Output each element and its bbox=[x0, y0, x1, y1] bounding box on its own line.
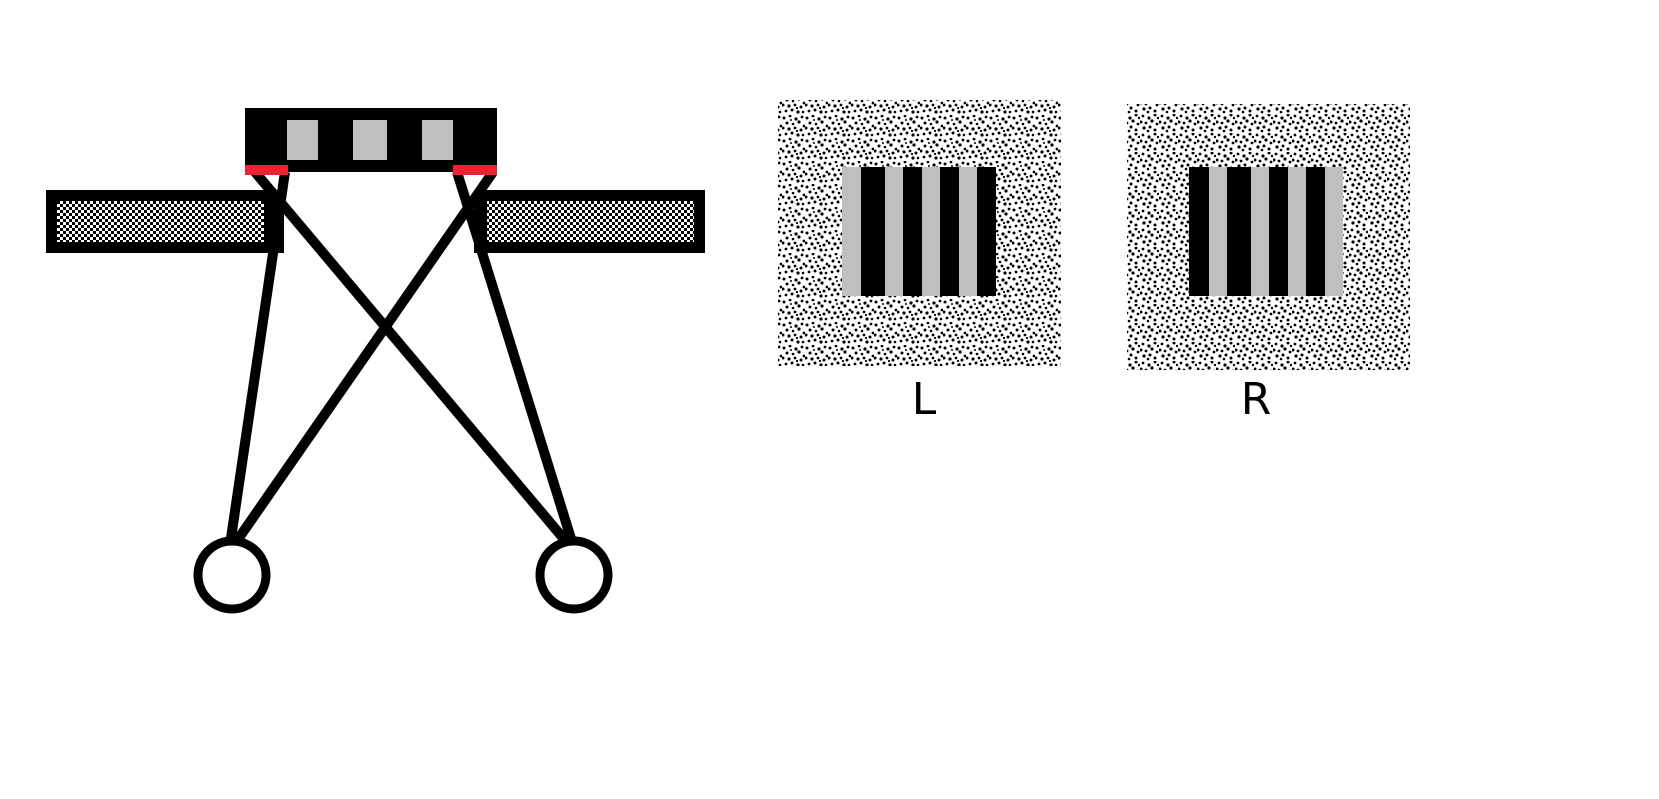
left-eye-circle bbox=[193, 536, 271, 614]
left-image-label: L bbox=[912, 374, 937, 425]
top-display-gray-bar-1 bbox=[287, 120, 318, 160]
right-grating-stripe bbox=[1189, 167, 1209, 296]
right-grating-stripe bbox=[1227, 167, 1251, 296]
right-eye-to-right-aperture bbox=[452, 170, 578, 547]
right-grating-stripe bbox=[1269, 167, 1288, 296]
sight-lines bbox=[225, 168, 578, 549]
right-screen-mesh bbox=[487, 201, 694, 242]
top-display-gray-bar-2 bbox=[353, 120, 387, 160]
right-eye-to-left-aperture bbox=[251, 168, 573, 549]
right-red-marker bbox=[453, 165, 497, 175]
left-stimulus: L bbox=[778, 100, 1061, 425]
left-red-marker bbox=[245, 165, 288, 175]
right-eye-circle bbox=[535, 536, 613, 614]
left-screen-mesh bbox=[57, 201, 264, 242]
right-image-label: R bbox=[1241, 374, 1272, 425]
left-grating-stripe bbox=[940, 167, 959, 296]
left-grating-stripe bbox=[977, 167, 996, 296]
right-grating-stripe bbox=[1306, 167, 1325, 296]
left-grating-stripe bbox=[861, 167, 885, 296]
top-display-gray-bar-3 bbox=[422, 120, 453, 160]
right-stimulus: R bbox=[1127, 104, 1410, 425]
left-eye-to-left-aperture bbox=[225, 171, 290, 546]
left-grating-stripe bbox=[903, 167, 922, 296]
left-eye-to-right-aperture bbox=[229, 169, 498, 548]
viewer-schematic bbox=[46, 108, 705, 614]
